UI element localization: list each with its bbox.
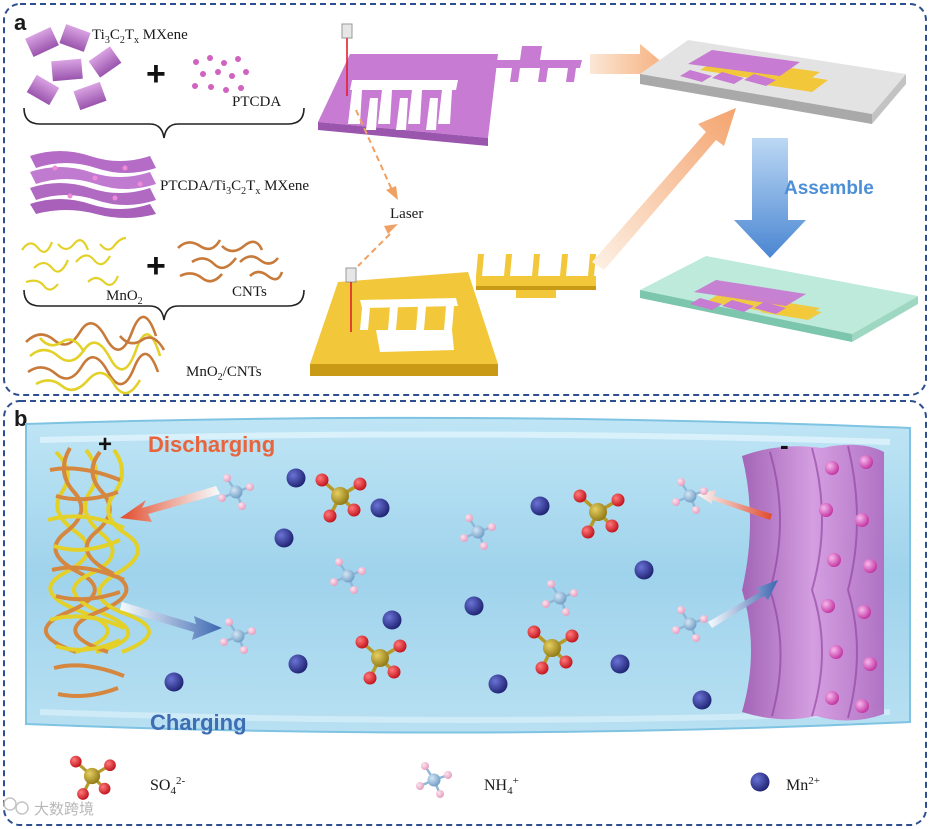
mxene-flakes-image: [25, 24, 122, 111]
positive-electrode-mesh: [44, 446, 151, 698]
assemble-arrow: [734, 138, 806, 258]
negative-sign: -: [780, 430, 789, 460]
pink-electrode-sheet: [318, 23, 498, 146]
plus-sign-top: +: [146, 55, 166, 93]
panel-a-letter: a: [14, 10, 27, 35]
mn-ion: [464, 596, 484, 616]
assembled-device: [640, 256, 918, 342]
legend-so4-icon: [68, 754, 118, 802]
mn-ion: [382, 610, 402, 630]
discharging-label: Discharging: [148, 432, 275, 457]
mno2-nanowires-image: [21, 236, 127, 291]
mn-ion: [692, 690, 712, 710]
mno2-label: MnO2: [106, 288, 143, 307]
yellow-comb-electrode: [476, 254, 596, 298]
discharge-arrow-right: [696, 490, 772, 520]
mn-ion: [370, 498, 390, 518]
discharge-arrow-left: [120, 486, 220, 522]
composite-label: PTCDA/Ti3C2Tx MXene: [160, 178, 309, 197]
combine-brace-top: [23, 107, 305, 139]
mno2-cnts-label: MnO2/CNTs: [186, 364, 262, 383]
combine-brace-bottom: [23, 289, 305, 321]
yellow-electrode-sheet: [310, 267, 498, 376]
laser-arrowhead-down: [386, 186, 398, 200]
grey-substrate-assembly: [640, 40, 906, 124]
mn-ion: [530, 496, 550, 516]
laser-arrowhead-up: [384, 224, 398, 234]
mn-ion: [488, 674, 508, 694]
panel-b-frame: [3, 400, 927, 826]
mn-ion: [288, 654, 308, 674]
assemble-label: Assemble: [784, 178, 874, 199]
mn-ion: [610, 654, 630, 674]
charge-arrow-left: [120, 602, 222, 640]
legend-nh4-icon: [414, 760, 454, 800]
mn-ion: [634, 560, 654, 580]
mno2-cnts-composite-image: [25, 315, 166, 395]
laser-label: Laser: [390, 206, 423, 222]
plus-sign-bottom: +: [146, 247, 166, 285]
panel-a-frame: [3, 3, 927, 396]
mn-ion: [286, 468, 306, 488]
mn-ion: [274, 528, 294, 548]
pink-comb-electrode: [482, 46, 582, 82]
ptcda-label: PTCDA: [232, 94, 281, 110]
cnts-image: [177, 239, 284, 283]
ptcda-particles-image: [192, 55, 249, 93]
legend-mn-label: Mn2+: [786, 775, 820, 794]
transfer-arrow-diagonal: [592, 108, 736, 270]
ptcda-mxene-composite-image: [30, 151, 156, 218]
laser-path-arrows: [355, 109, 393, 267]
negative-electrode-mxene: [742, 444, 884, 721]
legend-so4-label: SO42-: [150, 775, 185, 797]
watermark-text: 大数跨境: [34, 800, 94, 818]
legend-mn-icon: [750, 772, 770, 792]
cnts-label: CNTs: [232, 284, 267, 300]
legend-nh4-label: NH4+: [484, 775, 519, 797]
panel-b-letter: b: [14, 406, 27, 431]
mn-ion: [164, 672, 184, 692]
charging-label: Charging: [150, 710, 247, 735]
charge-arrow-right: [708, 580, 778, 628]
positive-sign: +: [98, 431, 112, 458]
mxene-label: Ti3C2Tx MXene: [92, 27, 188, 46]
watermark: 大数跨境: [3, 797, 94, 818]
